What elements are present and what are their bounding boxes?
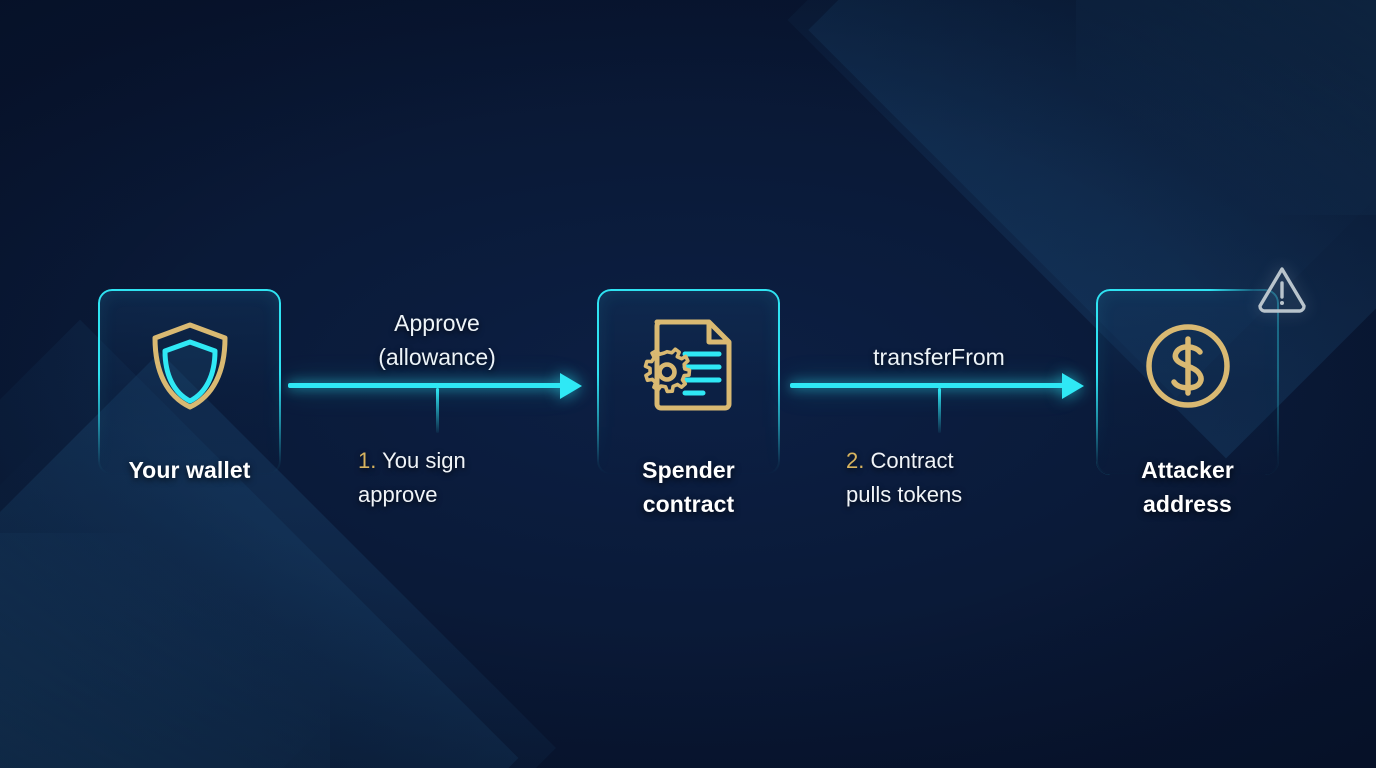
node-border	[597, 289, 780, 475]
node-spender-contract[interactable]: Spender contract	[597, 289, 780, 517]
arrow-head-icon	[1062, 373, 1084, 399]
connector-tick	[938, 388, 941, 433]
connector-label: transferFrom	[873, 344, 1005, 370]
step-text: Contract pulls tokens	[846, 448, 963, 507]
connector-tick	[436, 388, 439, 433]
connector-approve: Approve (allowance) 1. You sign approve	[288, 310, 586, 507]
shield-icon	[98, 315, 281, 417]
connector-line	[790, 383, 1066, 388]
dollar-coin-icon	[1096, 315, 1279, 417]
contract-gear-icon	[597, 315, 780, 417]
warning-triangle-icon	[1255, 262, 1309, 316]
step-text: You sign approve	[358, 448, 466, 507]
connector-step-caption: 2. Contract pulls tokens	[846, 444, 1106, 512]
step-number: 2.	[846, 448, 865, 473]
node-label: Your wallet	[128, 457, 251, 483]
node-label: Spender contract	[642, 457, 735, 517]
step-number: 1.	[358, 448, 377, 473]
arrow-head-icon	[560, 373, 582, 399]
node-label: Attacker address	[1141, 457, 1234, 517]
connector-line	[288, 383, 564, 388]
connector-label: Approve (allowance)	[378, 310, 496, 370]
connector-step-caption: 1. You sign approve	[358, 444, 618, 512]
node-border	[98, 289, 281, 475]
node-border	[1096, 289, 1279, 475]
node-your-wallet[interactable]: Your wallet	[98, 289, 281, 483]
node-attacker-address[interactable]: Attacker address	[1096, 267, 1306, 517]
connector-transfer-from: transferFrom 2. Contract pulls tokens	[790, 344, 1088, 507]
